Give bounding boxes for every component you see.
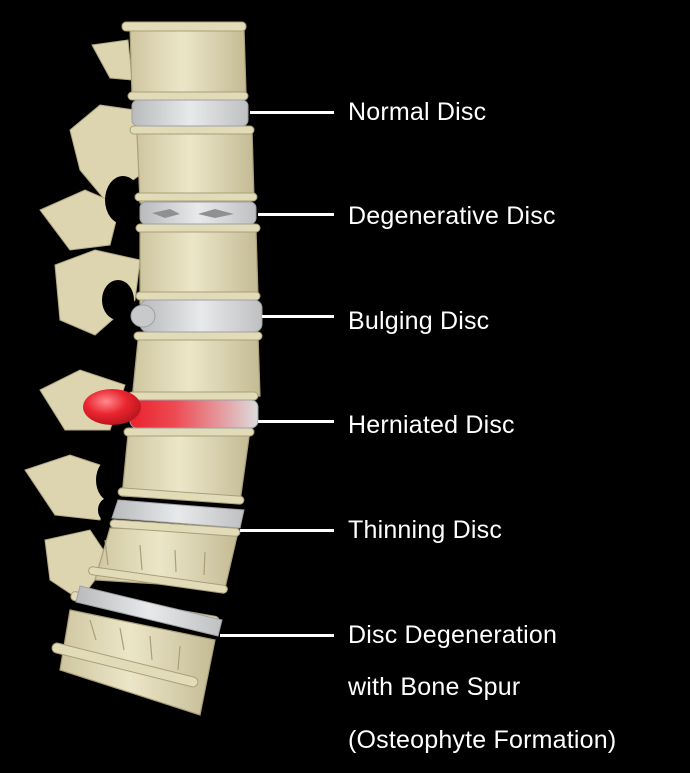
spur-disc (75, 585, 223, 637)
label-spur-line2: with Bone Spur (348, 673, 521, 701)
label-bulging-disc: Bulging Disc (348, 307, 490, 335)
bulging-disc (139, 299, 263, 333)
herniation-blob (83, 389, 141, 425)
label-spur-line3: (Osteophyte Formation) (348, 726, 617, 754)
leader-line-degenerative (258, 213, 334, 216)
label-spur-line1: Disc Degeneration (348, 621, 558, 649)
leader-line-herniated (258, 420, 334, 423)
degenerative-disc (139, 201, 257, 225)
leader-line-normal (250, 111, 334, 114)
normal-disc (131, 99, 249, 127)
bone-spur-texture (89, 539, 206, 671)
leader-line-bulging (262, 315, 334, 318)
label-degenerative-disc: Degenerative Disc (348, 202, 556, 230)
label-herniated-disc: Herniated Disc (348, 411, 515, 439)
label-normal-disc: Normal Disc (348, 98, 487, 126)
discs (75, 99, 263, 637)
label-thinning-disc: Thinning Disc (348, 516, 503, 544)
leader-line-thinning (240, 529, 334, 532)
leader-line-spur (220, 634, 334, 637)
herniated-disc (129, 399, 259, 429)
thinning-disc (111, 499, 245, 529)
